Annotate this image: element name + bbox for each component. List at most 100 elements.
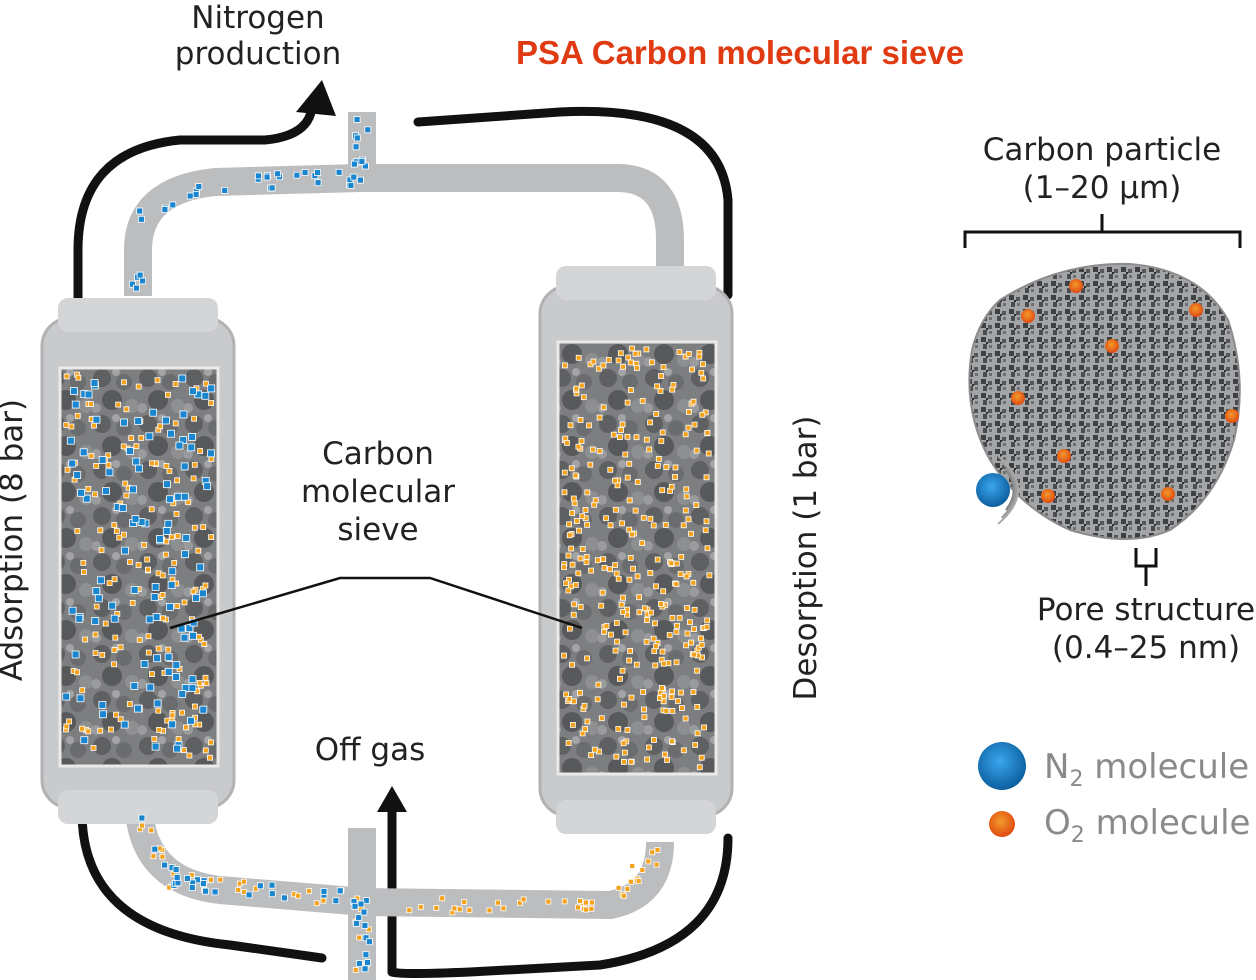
o2-molecule: [641, 714, 648, 721]
o2-molecule: [575, 570, 582, 577]
off-gas-label: Off gas: [315, 732, 425, 768]
n2-molecule: [161, 861, 169, 869]
o2-molecule: [139, 822, 146, 829]
n2-molecule: [201, 391, 210, 400]
o2-molecule: [633, 661, 640, 668]
o2-molecule: [592, 497, 599, 504]
o2-molecule: [451, 905, 458, 912]
o2-molecule: [672, 474, 678, 480]
n2-molecule: [71, 400, 80, 409]
n2-molecule: [173, 744, 182, 753]
o2-molecule: [575, 904, 581, 911]
n2-molecule: [353, 116, 361, 123]
o2-molecule: [629, 531, 635, 538]
n2-molecule: [151, 845, 159, 853]
o2-molecule: [639, 397, 646, 404]
o2-molecule: [672, 464, 679, 471]
o2-molecule: [692, 742, 698, 748]
o2-molecule: [461, 899, 468, 905]
o2-molecule: [676, 614, 683, 621]
n2-molecule: [355, 960, 363, 967]
o2-molecule: [569, 561, 576, 568]
bottom-pipe: [126, 817, 674, 919]
o2-molecule: [85, 728, 92, 735]
o2-molecule: [620, 892, 627, 899]
o2-molecule: [217, 876, 224, 883]
n2-molecule: [353, 920, 360, 927]
n2-molecule: [356, 176, 364, 184]
o2-molecule: [678, 554, 685, 560]
o2-molecule: [102, 620, 109, 627]
o2-molecule: [571, 500, 578, 507]
o2-molecule: [683, 493, 690, 500]
o2-molecule: [703, 624, 710, 630]
o2-molecule: [627, 555, 634, 561]
o2-molecule: [568, 545, 575, 552]
o2-molecule: [567, 625, 573, 632]
o2-molecule: [595, 365, 602, 372]
n2-molecule: [167, 429, 176, 438]
o2-molecule: [608, 631, 614, 638]
o2-molecule: [115, 401, 122, 408]
n2-molecule: [137, 215, 145, 223]
o2-molecule: [566, 521, 572, 528]
o2-molecule: [662, 751, 668, 758]
diagram-title: PSA Carbon molecular sieve: [516, 34, 964, 71]
n2-molecule: [153, 699, 162, 708]
o2-molecule: [573, 385, 580, 392]
o2-molecule: [694, 704, 701, 710]
n2-molecule: [155, 535, 164, 543]
o2-molecule: [601, 628, 608, 635]
o2-molecule: [691, 651, 697, 658]
o2-molecule: [629, 345, 635, 352]
o2-molecule: [163, 462, 170, 469]
o2-molecule: [690, 579, 697, 586]
o2-molecule: [208, 534, 215, 540]
n2-molecule: [202, 887, 210, 895]
n2-molecule: [192, 594, 201, 602]
o2-molecule: [615, 726, 622, 732]
o2-molecule: [191, 524, 198, 531]
o2-molecule: [191, 703, 198, 710]
o2-molecule: [157, 423, 164, 430]
n2-molecule: [133, 704, 142, 713]
o2-molecule: [162, 551, 169, 558]
o2-molecule: [579, 513, 586, 520]
o2-molecule: [617, 675, 623, 682]
o2-molecule: [686, 408, 692, 415]
o2-molecule: [659, 648, 666, 655]
o2-molecule: [698, 754, 705, 761]
o2-molecule: [673, 659, 680, 666]
o2-molecule: [141, 542, 148, 548]
o2-molecule: [583, 899, 589, 906]
o2-molecule: [129, 600, 136, 606]
o2-molecule: [582, 726, 588, 732]
o2-molecule: [613, 620, 620, 626]
n2-molecule: [364, 126, 372, 134]
o2-molecule: [666, 632, 673, 638]
o2-molecule: [561, 469, 568, 476]
o2-molecule: [634, 479, 641, 485]
n2-molecule: [76, 694, 85, 703]
n2-molecule: [332, 897, 340, 905]
o2-molecule: [313, 900, 320, 907]
n2-molecule: [172, 673, 181, 681]
n2-molecule-icon: [976, 473, 1010, 507]
o2-molecule: [645, 858, 652, 865]
o2-molecule: [622, 629, 629, 636]
n2-molecule: [178, 374, 187, 383]
n2-molecule: [110, 614, 119, 623]
o2-molecule: [652, 662, 659, 669]
o2-molecule: [600, 556, 607, 562]
o2-molecule: [698, 369, 705, 376]
o2-molecule: [621, 701, 627, 708]
n2-molecule: [118, 504, 127, 513]
o2-molecule: [694, 730, 701, 737]
o2-molecule: [677, 571, 684, 577]
n2-molecule: [181, 550, 190, 559]
o2-molecule: [705, 450, 712, 457]
n2-molecule: [361, 965, 369, 973]
n2-molecule: [199, 589, 207, 598]
n2-molecule: [180, 462, 189, 471]
o2-molecule: [66, 718, 72, 725]
